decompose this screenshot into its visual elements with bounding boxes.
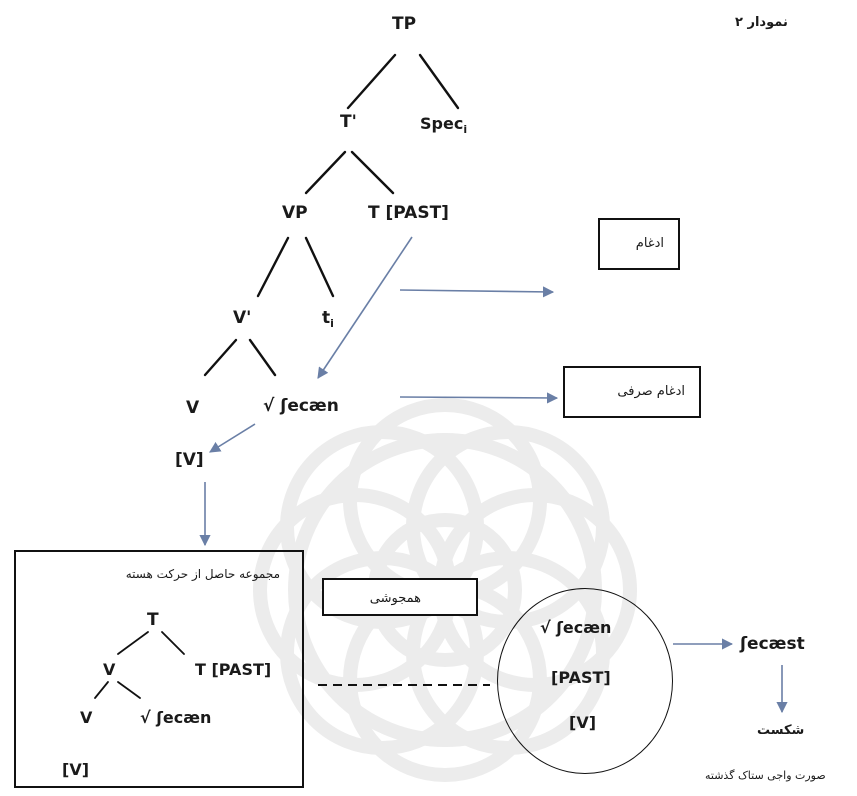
complex-node-root: √ ʃecæn xyxy=(140,708,212,727)
complex-caption: مجموعه حاصل از حرکت هسته xyxy=(125,567,280,581)
node-spec: Speci xyxy=(420,114,468,136)
output-form: ʃecæst xyxy=(740,634,805,654)
spec-label: Spec xyxy=(420,114,464,133)
node-tp: TP xyxy=(392,14,417,34)
output-gloss: شکست xyxy=(757,723,805,738)
fused-v-feature: [V] xyxy=(569,713,597,732)
complex-node-t: T xyxy=(147,610,159,630)
complex-node-v-upper: V xyxy=(103,660,116,679)
arrows xyxy=(199,236,788,714)
complex-node-v-feature: [V] xyxy=(62,760,90,779)
node-vp: VP xyxy=(282,203,308,223)
node-t-past: T [PAST] xyxy=(368,203,449,223)
node-t-bar: T' xyxy=(340,112,357,132)
tree-branches xyxy=(203,53,460,377)
fusion-label: همجوشی xyxy=(369,591,421,606)
node-v-bar: V' xyxy=(233,308,252,328)
node-v-feature: [V] xyxy=(175,450,204,470)
trace-subscript: i xyxy=(330,317,334,330)
head-movement-complex-box: مجموعه حاصل از حرکت هسته xyxy=(14,550,304,788)
morph-merger-box: ادغام صرفی xyxy=(563,366,701,418)
morph-merger-label: ادغام صرفی xyxy=(617,384,685,399)
fusion-box: همجوشی xyxy=(322,578,478,616)
merger-label: ادغام xyxy=(635,236,664,251)
merger-box: ادغام xyxy=(598,218,680,270)
trace-label: t xyxy=(322,308,331,328)
node-v: V xyxy=(186,398,200,418)
complex-node-t-past: T [PAST] xyxy=(195,660,272,679)
fused-root: √ ʃecæn xyxy=(540,618,612,637)
complex-node-v-lower: V xyxy=(80,708,93,727)
complex-tree-branches xyxy=(94,631,185,699)
node-trace: ti xyxy=(322,308,334,330)
spec-subscript: i xyxy=(463,123,468,136)
output-caption: صورت واجی ستاک گذشته xyxy=(705,769,826,782)
diagram-title: نمودار ۲ xyxy=(735,15,788,30)
fused-ellipse xyxy=(497,588,673,774)
fused-past: [PAST] xyxy=(551,668,611,687)
node-root: √ ʃecæn xyxy=(263,396,339,416)
